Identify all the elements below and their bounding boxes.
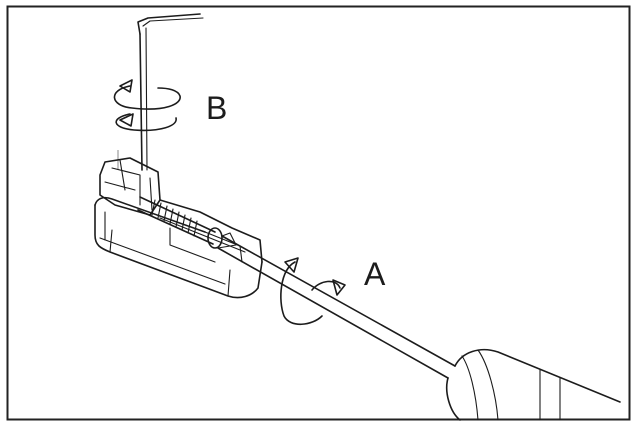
rotation-arrow-b	[113, 79, 181, 132]
rotation-arrow-a	[280, 257, 346, 326]
threaded-screw	[137, 196, 223, 249]
frame-border	[6, 5, 631, 421]
screwdriver	[217, 232, 621, 421]
label-a: A	[364, 256, 386, 292]
connector-body	[94, 157, 263, 299]
label-b: B	[206, 90, 228, 126]
